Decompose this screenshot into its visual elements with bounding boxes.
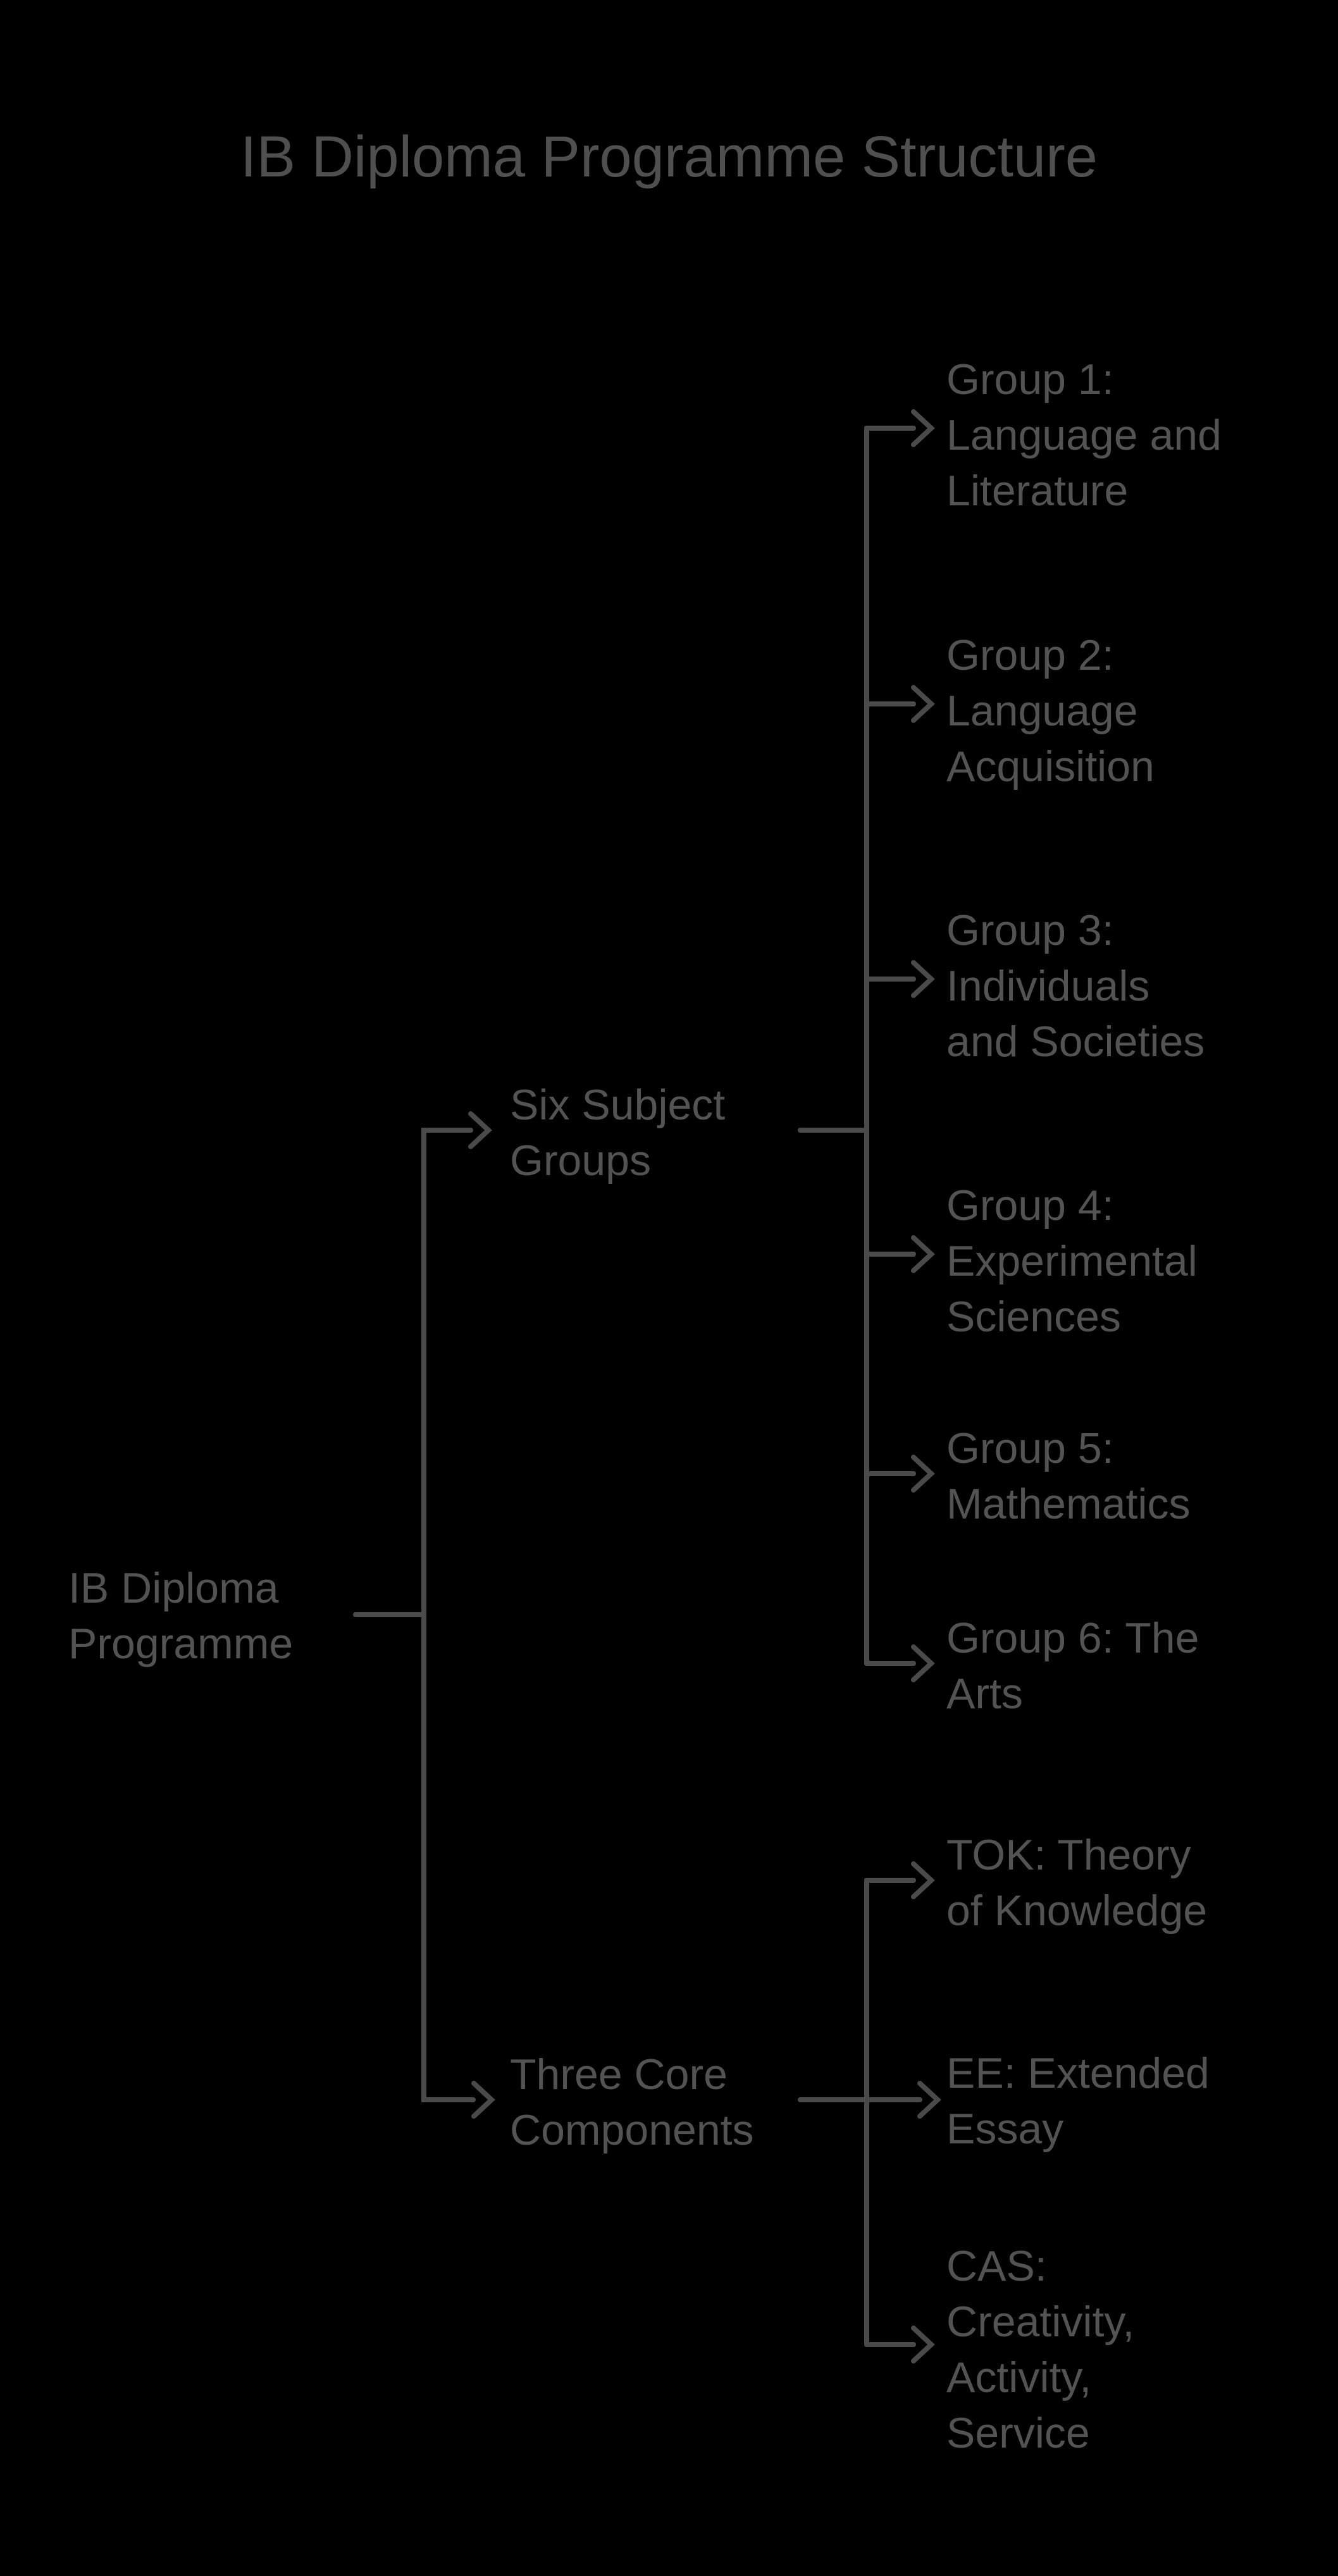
leaf-node-group-1-language-and-literature: Group 1: Language and Literature xyxy=(946,355,1222,515)
group-1-arrowhead xyxy=(911,409,935,447)
leaf-node-ee-extended-essay: EE: Extended Essay xyxy=(946,2049,1210,2153)
group-2-arrowhead xyxy=(911,685,935,723)
three-core-components-arrowhead xyxy=(471,2081,495,2119)
leaf-node-group-4-experimental-sciences: Group 4: Experimental Sciences xyxy=(946,1181,1198,1341)
leaf-node-tok-theory-of-knowledge: TOK: Theory of Knowledge xyxy=(946,1831,1208,1935)
six-subject-groups-arrowhead xyxy=(468,1111,492,1149)
group-5-arrowhead xyxy=(911,1455,935,1493)
group-6-arrowhead xyxy=(911,1644,935,1682)
leaf-node-group-5-mathematics: Group 5: Mathematics xyxy=(946,1424,1191,1528)
ee-arrowhead xyxy=(917,2081,941,2119)
tok-arrowhead xyxy=(911,1861,935,1899)
leaf-node-cas-creativity-activity-service: CAS: Creativity, Activity, Service xyxy=(946,2242,1135,2457)
branch-trunk-line xyxy=(421,1128,476,2102)
branch-node-three-core-components: Three Core Components xyxy=(510,2050,754,2154)
leaf-node-group-3-individuals-and-societies: Group 3: Individuals and Societies xyxy=(946,906,1205,1066)
root-node-ib-diploma-programme: IB Diploma Programme xyxy=(68,1564,294,1668)
group-4-arrowhead xyxy=(911,1235,935,1273)
leaf-node-group-6-the-arts: Group 6: The Arts xyxy=(946,1614,1199,1718)
cas-arrowhead xyxy=(911,2326,935,2363)
diagram-title: IB Diploma Programme Structure xyxy=(240,125,1098,189)
branch-node-six-subject-groups: Six Subject Groups xyxy=(510,1081,726,1185)
group-3-arrowhead xyxy=(911,960,935,998)
leaf-node-group-2-language-acquisition: Group 2: Language Acquisition xyxy=(946,631,1155,791)
